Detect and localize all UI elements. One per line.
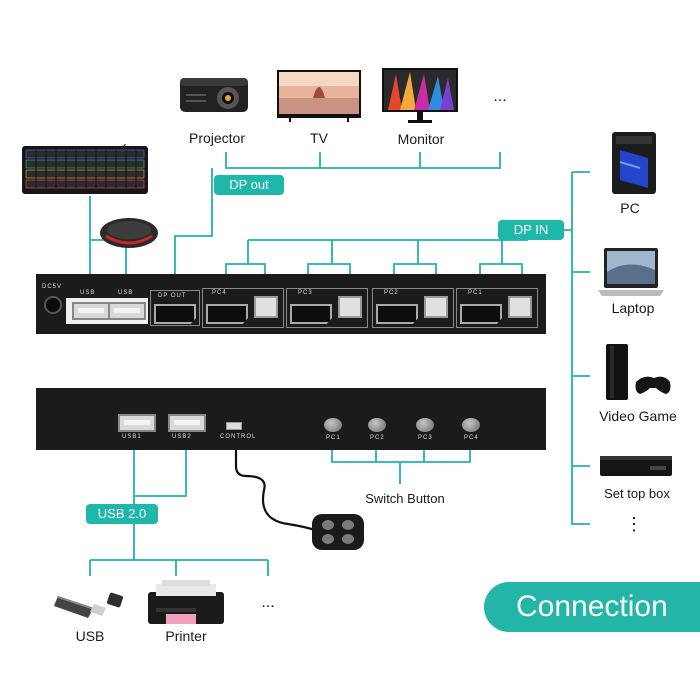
pc2-port-frame (372, 288, 454, 328)
usb-drive-icon (54, 586, 126, 622)
printer-label: Printer (165, 628, 207, 644)
game-console-icon (604, 344, 674, 402)
projector-icon (178, 70, 250, 116)
tv-icon (277, 70, 361, 122)
sources-more-label: ⋮ (625, 514, 643, 534)
keyboard-icon (22, 142, 150, 196)
pc-tower-icon (610, 132, 658, 196)
front-pc1-label: PC1 (326, 435, 341, 441)
front-usb2-port[interactable] (168, 414, 206, 432)
front-pc2-label: PC2 (370, 435, 385, 441)
monitor-label: Monitor (397, 131, 445, 147)
pc4-port-frame (202, 288, 284, 328)
dp-out-port-label: DP OUT (158, 293, 187, 299)
pc4-dp-in-port[interactable] (206, 304, 248, 324)
back-usb-port-a[interactable] (72, 302, 110, 320)
front-usb1-port[interactable] (118, 414, 156, 432)
tv-label: TV (310, 130, 328, 146)
usb-label: USB (75, 628, 105, 644)
pc1-usb-b-port[interactable] (508, 296, 532, 318)
kvm-back-panel: DC5V USB USB DP OUT PC4 PC3 PC2 PC1 (36, 274, 546, 334)
kvm-front-panel: USB1 USB2 CONTROL PC1 PC2 PC3 PC4 (36, 388, 546, 450)
set-top-box-label: Set top box (604, 486, 670, 501)
pc1-dp-in-port[interactable] (460, 304, 502, 324)
pc-label: PC (620, 200, 640, 216)
pc3-port-frame (286, 288, 368, 328)
control-port-label: CONTROL (220, 434, 257, 440)
back-usb-port-b[interactable] (108, 302, 146, 320)
laptop-label: Laptop (611, 300, 655, 316)
pc2-port-label: PC2 (384, 290, 399, 296)
pc1-port-frame (456, 288, 538, 328)
back-usb-b-label: USB (118, 290, 134, 296)
dp-in-tag: DP IN (498, 220, 564, 240)
pc2-switch-button[interactable] (368, 418, 386, 432)
pc2-dp-in-port[interactable] (376, 304, 418, 324)
connection-banner: Connection (484, 582, 700, 632)
control-port[interactable] (226, 422, 242, 430)
monitor-icon (382, 68, 458, 124)
front-pc3-label: PC3 (418, 435, 433, 441)
displays-more-label: ... (493, 88, 507, 105)
back-usb-a-label: USB (80, 290, 96, 296)
printer-icon (146, 580, 228, 626)
pc4-port-label: PC4 (212, 290, 227, 296)
pc3-switch-button[interactable] (416, 418, 434, 432)
pc3-usb-b-port[interactable] (338, 296, 362, 318)
dp-out-frame (150, 290, 200, 326)
front-pc4-label: PC4 (464, 435, 479, 441)
dp-out-tag: DP out (214, 175, 284, 195)
pc3-port-label: PC3 (298, 290, 313, 296)
set-top-box-icon (600, 452, 674, 480)
pc4-switch-button[interactable] (462, 418, 480, 432)
usb20-tag: USB 2.0 (86, 504, 158, 524)
pc4-usb-b-port[interactable] (254, 296, 278, 318)
switch-button-label: Switch Button (365, 491, 445, 506)
peripherals-more-label: ... (261, 594, 275, 611)
video-game-label: Video Game (599, 408, 677, 424)
pc1-switch-button[interactable] (324, 418, 342, 432)
pc3-dp-in-port[interactable] (290, 304, 332, 324)
projector-label: Projector (188, 130, 246, 146)
front-usb2-label: USB2 (172, 434, 192, 440)
power-label: DC5V (42, 284, 63, 290)
front-usb1-label: USB1 (122, 434, 142, 440)
wired-remote-icon[interactable] (312, 514, 364, 550)
pc1-port-label: PC1 (468, 290, 483, 296)
dp-out-port[interactable] (154, 304, 196, 324)
pc2-usb-b-port[interactable] (424, 296, 448, 318)
power-port[interactable] (44, 296, 62, 314)
mouse-icon (98, 216, 160, 250)
laptop-icon (598, 248, 664, 298)
